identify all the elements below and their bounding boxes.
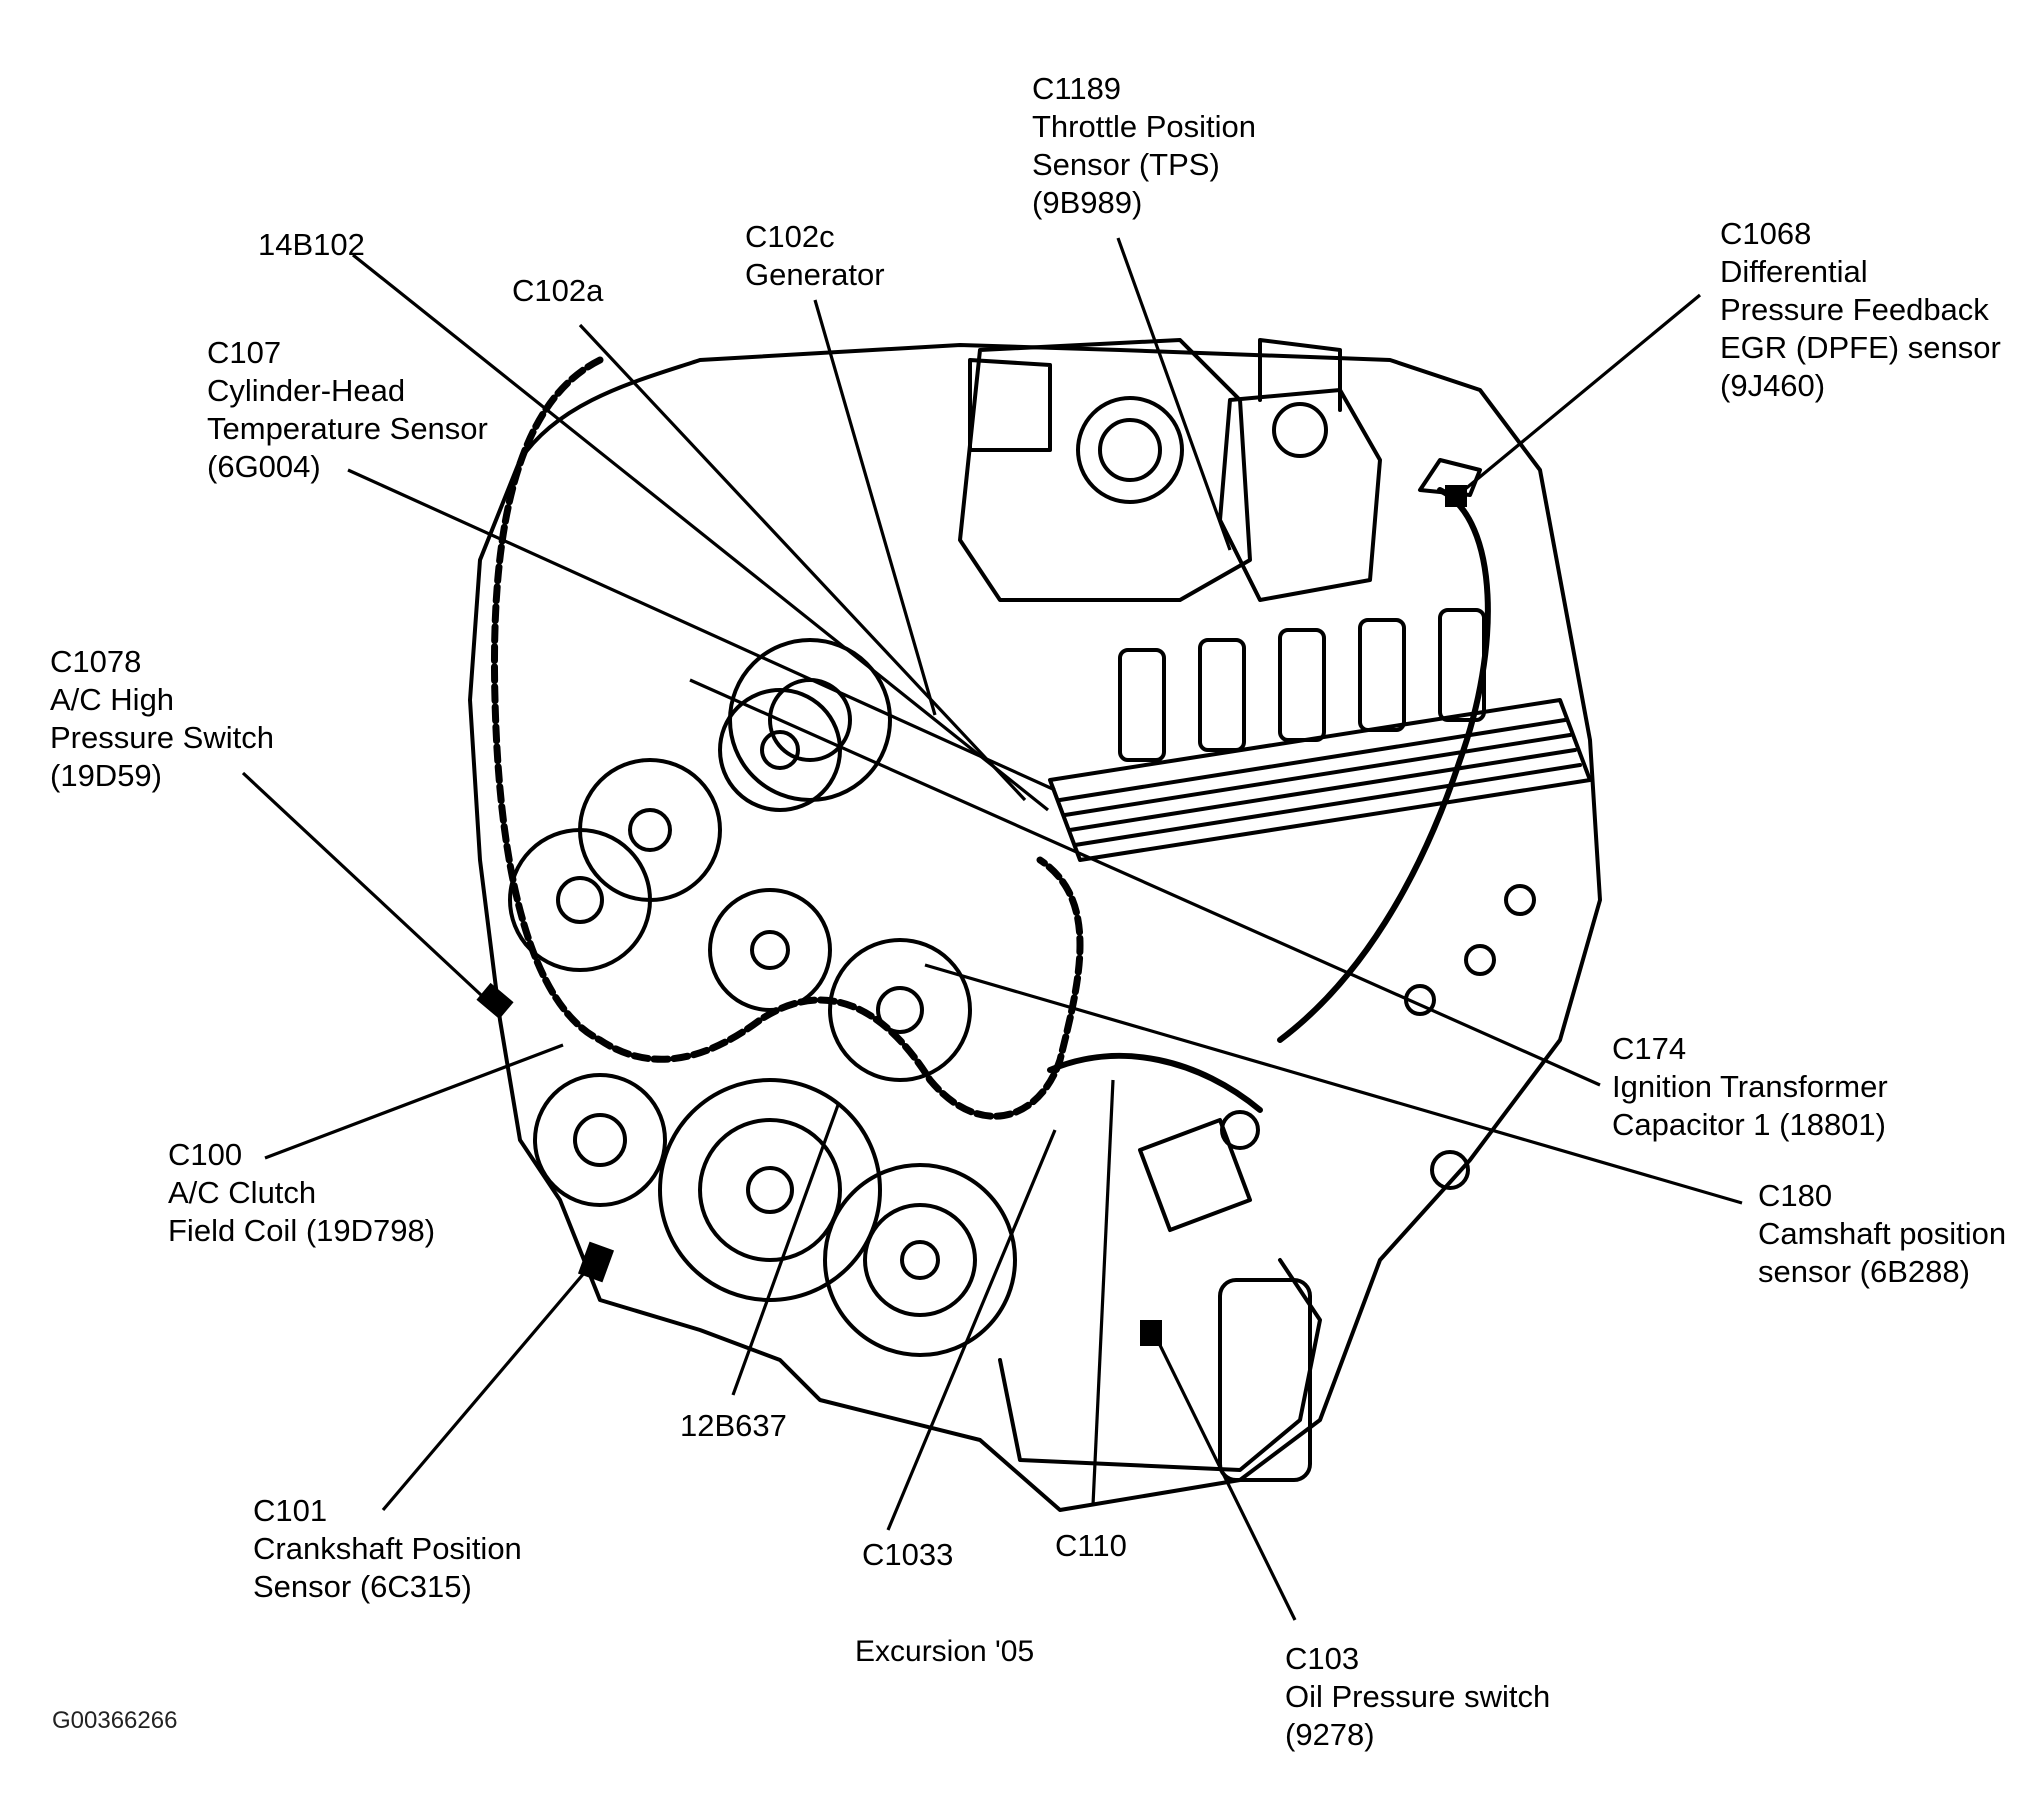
callout-code: C1189 (1032, 71, 1122, 106)
callout-desc: sensor (6B288) (1758, 1254, 1970, 1289)
callout-code: C180 (1758, 1178, 1833, 1213)
callout-code: 12B637 (680, 1408, 787, 1443)
callout-desc: Pressure Switch (50, 720, 274, 755)
serpentine-belt (491, 356, 1084, 1120)
leader-c100 (264, 1043, 564, 1160)
callout-desc: Throttle Position (1032, 109, 1256, 144)
connector-markers (476, 485, 1467, 1346)
callout-c110: C110 (1055, 1527, 1127, 1565)
callout-desc: Temperature Sensor (207, 411, 488, 446)
callout-code: C1033 (862, 1537, 954, 1572)
engine-outline (468, 343, 1602, 1512)
callout-code: C101 (253, 1493, 328, 1528)
leader-12b637 (731, 1104, 840, 1396)
callout-desc: Sensor (TPS) (1032, 147, 1220, 182)
callout-code: C102c (745, 219, 835, 254)
callout-code: 14B102 (258, 227, 365, 262)
leader-c107 (347, 468, 1056, 792)
callout-desc: Cylinder-Head (207, 373, 406, 408)
callout-c1033: C1033 (862, 1536, 953, 1574)
callout-code: C107 (207, 335, 282, 370)
callout-part-number: (9J460) (1720, 368, 1826, 403)
callout-12b637: 12B637 (680, 1407, 787, 1445)
leader-c1033 (886, 1129, 1057, 1531)
leader-c101 (381, 1270, 587, 1512)
callout-c102a: C102a (512, 272, 603, 310)
leader-c1189 (1116, 237, 1232, 551)
callout-desc: A/C High (50, 682, 175, 717)
leader-14b102 (352, 253, 1049, 812)
leader-c102a (578, 323, 1027, 802)
callout-c174: C174 Ignition Transformer Capacitor 1 (1… (1612, 1030, 1888, 1144)
oil-pan (998, 1258, 1322, 1472)
callout-c102c: C102c Generator (745, 218, 885, 294)
callout-desc: Camshaft position (1758, 1216, 2007, 1251)
callout-desc: Generator (745, 257, 885, 292)
leader-c102c (813, 299, 937, 716)
callout-desc: Ignition Transformer (1612, 1069, 1888, 1104)
callout-code: C174 (1612, 1031, 1687, 1066)
callout-c107: C107 Cylinder-Head Temperature Sensor (6… (207, 334, 488, 486)
callout-desc: Sensor (6C315) (253, 1569, 472, 1604)
leader-c110 (1091, 1079, 1115, 1506)
callout-code: C1068 (1720, 216, 1812, 251)
leader-lines (241, 237, 1743, 1621)
figure-code: G00366266 (52, 1707, 178, 1734)
valve-cover (1048, 698, 1592, 862)
callout-desc: Crankshaft Position (253, 1531, 522, 1566)
callout-c1078: C1078 A/C High Pressure Switch (19D59) (50, 643, 274, 795)
callout-code: C1078 (50, 644, 142, 679)
callout-desc: Capacitor 1 (18801) (1612, 1107, 1886, 1142)
leader-c174 (689, 678, 1601, 1087)
callout-c1068: C1068 Differential Pressure Feedback EGR… (1720, 215, 2001, 405)
callout-c100: C100 A/C Clutch Field Coil (19D798) (168, 1136, 435, 1250)
callout-part-number: (19D59) (50, 758, 162, 793)
diagram-caption: Excursion '05 (855, 1635, 1035, 1668)
callout-c1189: C1189 Throttle Position Sensor (TPS) (9B… (1032, 70, 1256, 222)
leader-c180 (924, 963, 1743, 1205)
leader-c1078 (241, 771, 497, 1010)
callout-part-number: (9B989) (1032, 185, 1143, 220)
callout-desc: Pressure Feedback (1720, 292, 1989, 327)
callout-desc: EGR (DPFE) sensor (1720, 330, 2001, 365)
callout-part-number: (6G004) (207, 449, 321, 484)
callout-code: C103 (1285, 1641, 1360, 1676)
callout-part-number: (9278) (1285, 1717, 1375, 1752)
callout-code: C110 (1055, 1528, 1127, 1563)
callout-c103: C103 Oil Pressure switch (9278) (1285, 1640, 1550, 1754)
callout-code: C102a (512, 273, 604, 308)
callout-c101: C101 Crankshaft Position Sensor (6C315) (253, 1492, 522, 1606)
callout-desc: Field Coil (19D798) (168, 1213, 436, 1248)
callout-code: C100 (168, 1137, 243, 1172)
leader-c1068 (1456, 293, 1702, 497)
callout-desc: Differential (1720, 254, 1868, 289)
callout-c180: C180 Camshaft position sensor (6B288) (1758, 1177, 2006, 1291)
callout-desc: Oil Pressure switch (1285, 1679, 1551, 1714)
pulleys (508, 638, 1017, 1357)
callout-desc: A/C Clutch (168, 1175, 317, 1210)
leader-c103 (1153, 1334, 1297, 1621)
intake-manifold (958, 338, 1252, 602)
callout-14b102: 14B102 (258, 226, 365, 264)
